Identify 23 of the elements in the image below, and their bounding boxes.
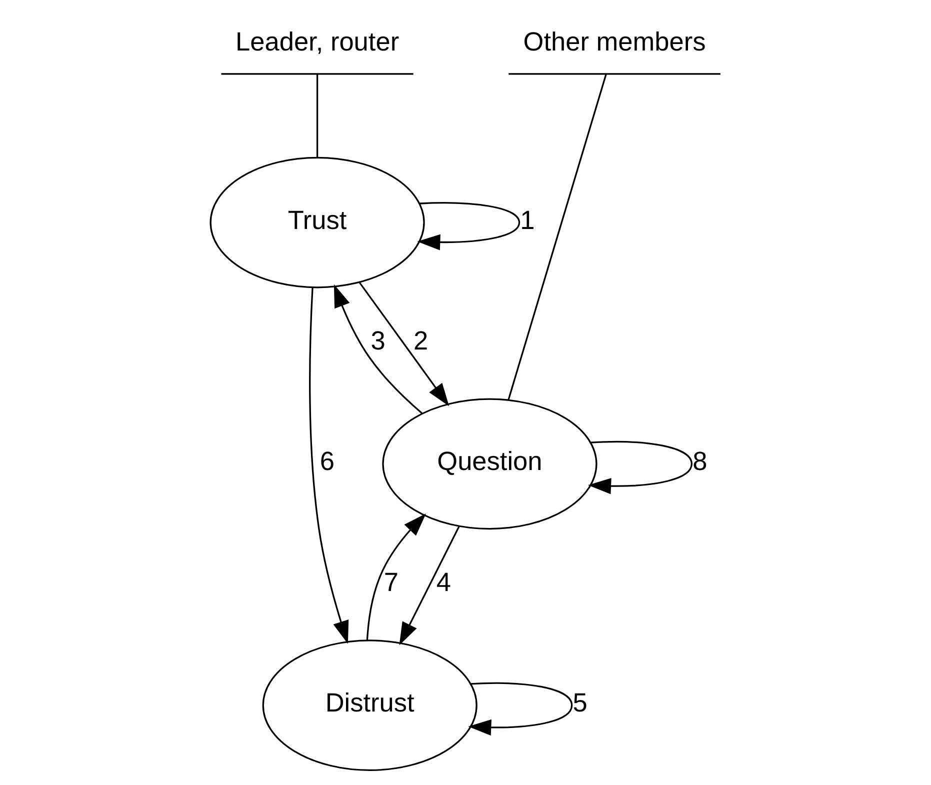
- node-text: Other members: [523, 26, 706, 57]
- arrow: [309, 288, 349, 644]
- edge-label: 5: [572, 688, 588, 718]
- edge-label: 7: [384, 566, 398, 597]
- arrow: [358, 282, 450, 406]
- node-text: Leader, router: [236, 26, 400, 57]
- arrow: [417, 202, 520, 250]
- edge-label: 2: [413, 325, 428, 356]
- node-ellipse: Question: [382, 398, 598, 530]
- edge-label: 1: [520, 204, 535, 235]
- node-ellipse: Trust: [210, 156, 425, 288]
- node-ellipse: Distrust: [262, 640, 478, 771]
- edge-label: 4: [436, 566, 452, 597]
- arrow: [366, 514, 426, 640]
- edge-label: 8: [692, 446, 708, 476]
- arrow: [588, 440, 693, 494]
- connector: [508, 74, 607, 400]
- arrow: [468, 682, 573, 736]
- connector: [316, 74, 318, 158]
- edge-label: 3: [370, 325, 386, 356]
- edge-label: 6: [320, 446, 334, 476]
- arrow: [399, 526, 460, 646]
- arrow: [334, 284, 422, 414]
